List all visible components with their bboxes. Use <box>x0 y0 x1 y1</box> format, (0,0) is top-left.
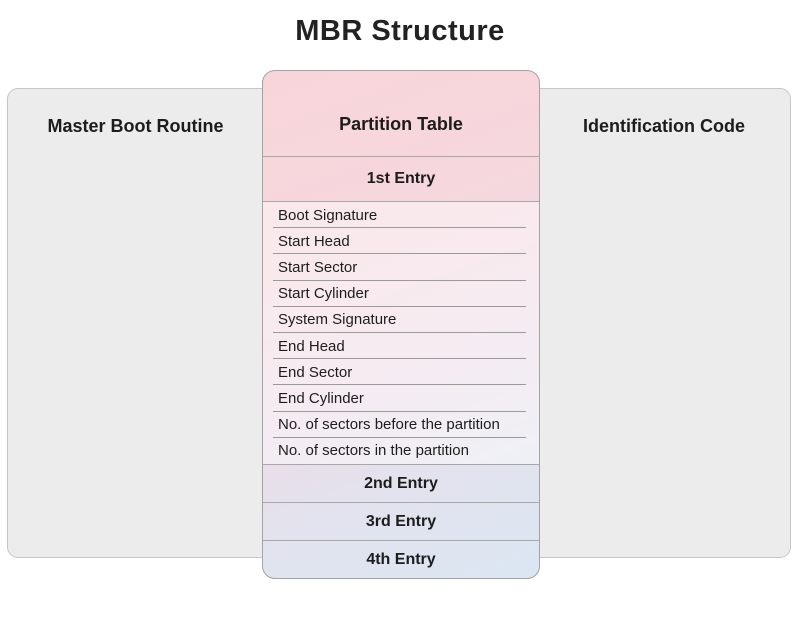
section-label-partition-table: Partition Table <box>263 71 539 157</box>
field-row-system-signature: System Signature <box>263 307 539 334</box>
field-row-boot-signature: Boot Signature <box>263 202 539 229</box>
partition-entry-fields: Boot Signature Start Head Start Sector S… <box>263 202 539 465</box>
page-title: MBR Structure <box>295 15 505 47</box>
field-row-start-head: Start Head <box>263 228 539 255</box>
entry-row-1st: 1st Entry <box>263 157 539 202</box>
entry-row-2nd: 2nd Entry <box>263 465 539 503</box>
entry-row-3rd: 3rd Entry <box>263 503 539 541</box>
section-label-master-boot-routine: Master Boot Routine <box>47 116 224 136</box>
field-row-end-sector: End Sector <box>263 359 539 386</box>
field-row-start-sector: Start Sector <box>263 254 539 281</box>
field-row-start-cylinder: Start Cylinder <box>263 281 539 308</box>
section-label-identification-code: Identification Code <box>583 116 745 136</box>
field-row-sectors-in-partition: No. of sectors in the partition <box>278 442 469 460</box>
entry-row-4th: 4th Entry <box>366 550 436 568</box>
field-row-end-cylinder: End Cylinder <box>263 385 539 412</box>
field-row-end-head: End Head <box>263 333 539 360</box>
field-row-sectors-before-partition: No. of sectors before the partition <box>263 412 539 439</box>
partition-table-column: Partition Table 1st Entry Boot Signature… <box>262 70 540 579</box>
